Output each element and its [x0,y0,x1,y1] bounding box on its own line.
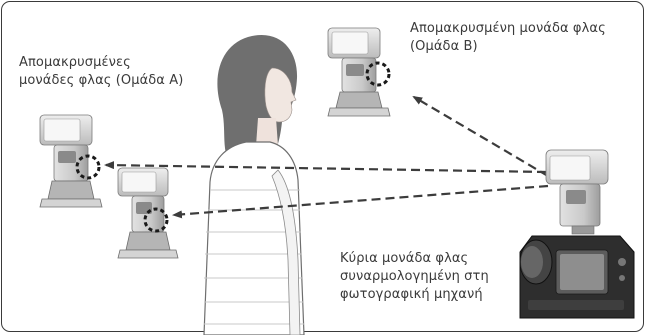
remote-flash-icon [118,168,178,258]
master-flash-camera-icon [520,150,634,318]
signal-arrow-icon [106,165,546,172]
master-unit-label: Κύρια μονάδα φλας συναρμολογημένη στη φω… [340,250,489,304]
remote-group-b-label-line2: (Ομάδα B) [410,38,606,56]
remote-group-b-label: Απομακρυσμένη μονάδα φλας (Ομάδα B) [410,20,606,56]
person-silhouette-icon [204,35,304,335]
signal-arrow-icon [414,97,548,176]
remote-flash-icon [328,28,390,116]
remote-group-a-label-line1: Απομακρυσμένες [19,54,183,72]
signal-arrows [106,97,548,215]
remote-group-a-label-line2: μονάδες φλας (Ομάδα A) [19,72,183,90]
remote-group-a-label: Απομακρυσμένες μονάδες φλας (Ομάδα A) [19,54,183,90]
master-unit-label-line3: φωτογραφική μηχανή [340,286,489,304]
master-unit-label-line2: συναρμολογημένη στη [340,268,489,286]
remote-group-b-label-line1: Απομακρυσμένη μονάδα φλας [410,20,606,38]
master-unit-label-line1: Κύρια μονάδα φλας [340,250,489,268]
remote-flash-icon [40,115,102,207]
